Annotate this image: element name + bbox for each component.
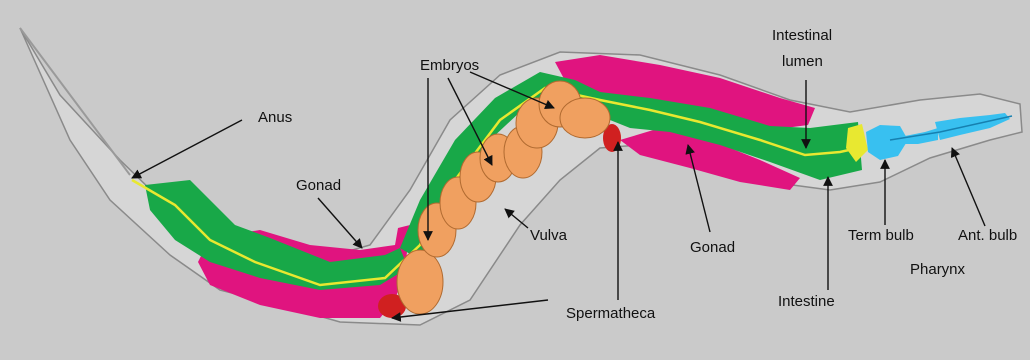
label-embryos: Embryos <box>420 57 479 74</box>
label-ant-bulb: Ant. bulb <box>958 227 1017 244</box>
label-pharynx: Pharynx <box>910 261 966 278</box>
label-intestine: Intestine <box>778 293 835 310</box>
label-gonad-right: Gonad <box>690 239 735 256</box>
label-spermatheca: Spermatheca <box>566 305 656 322</box>
label-vulva: Vulva <box>530 227 568 244</box>
label-intestinal-lumen-line2: lumen <box>782 53 823 70</box>
label-gonad-left: Gonad <box>296 177 341 194</box>
label-term-bulb: Term bulb <box>848 227 914 244</box>
label-anus: Anus <box>258 109 292 126</box>
label-intestinal-lumen-line1: Intestinal <box>772 27 832 44</box>
